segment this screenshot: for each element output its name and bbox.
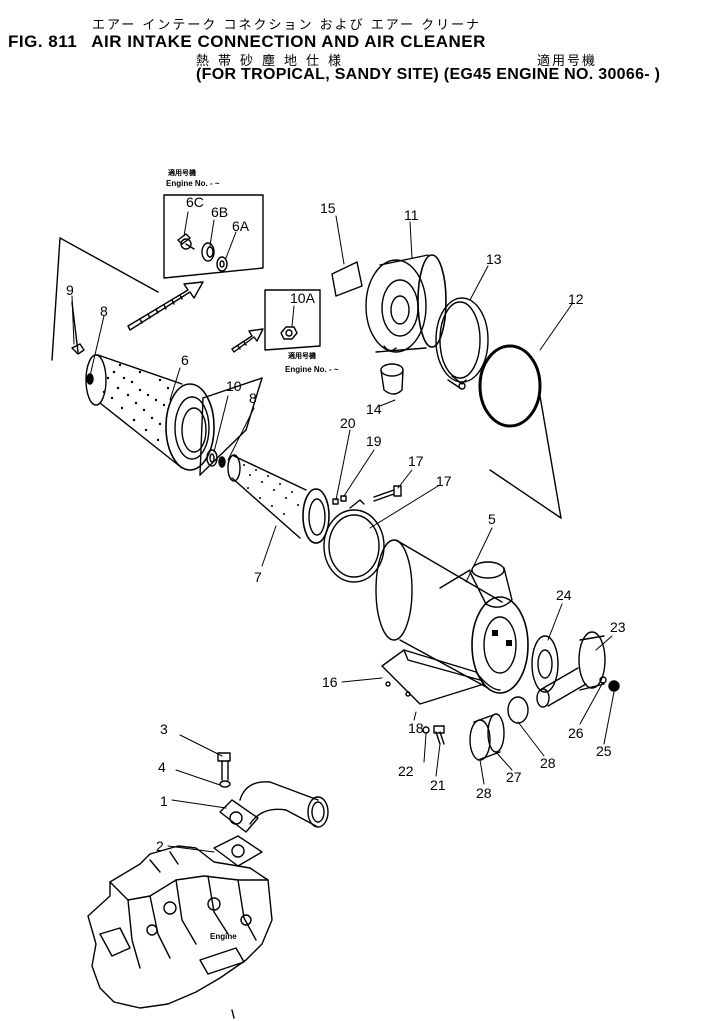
part-label-2: 2: [156, 838, 164, 854]
inset-box-10a: 適用号機 Engine No. - ~: [264, 289, 339, 374]
figure-title: AIR INTAKE CONNECTION AND AIR CLEANER: [91, 32, 486, 51]
arrow-to-inset-6: [127, 281, 204, 331]
part-label-12: 12: [568, 291, 584, 307]
inset-box-6-series: 適用号機 Engine No. - ~: [163, 168, 264, 279]
wing-bolt-6c: [177, 233, 195, 250]
part-label-6b: 6B: [211, 204, 228, 220]
air-cleaner-body-5: [375, 539, 529, 694]
part-label-23: 23: [610, 619, 626, 635]
clamp-band-13: [435, 297, 489, 390]
part-label-6: 6: [181, 352, 189, 368]
part-label-8-left: 8: [100, 303, 108, 319]
part-label-7: 7: [254, 569, 262, 585]
part-label-26: 26: [568, 725, 584, 741]
japanese-applicable-label: 適用号機: [537, 54, 598, 69]
part-label-13: 13: [486, 251, 502, 267]
part-label-24: 24: [556, 587, 572, 603]
bolt-3: [217, 752, 231, 781]
part-label-25: 25: [596, 743, 612, 759]
part-label-17: 17: [436, 473, 452, 489]
label-plate-15: [331, 261, 363, 297]
bracket-lines: [51, 237, 263, 476]
part-label-9: 9: [66, 282, 74, 298]
part-label-14: 14: [366, 401, 382, 417]
figure-title-line: FIG. 811 AIR INTAKE CONNECTION AND AIR CL…: [8, 32, 486, 52]
inset2-applicable-jp: 適用号機: [288, 351, 316, 360]
washer-26: [599, 676, 607, 684]
arrow-to-inset-10a: [231, 328, 264, 353]
engine-label: Engine: [210, 932, 237, 941]
nut-10a: [280, 326, 298, 340]
part-label-22: 22: [398, 763, 414, 779]
inset2-engine-no: Engine No. - ~: [285, 365, 339, 374]
outer-element-6: [85, 354, 215, 471]
intake-pipe-1: [219, 781, 329, 833]
part-label-18-top: 17: [408, 453, 424, 469]
part-label-28-lower: 28: [476, 785, 492, 801]
part-label-1: 1: [160, 793, 168, 809]
inset-applicable-jp: 適用号機: [168, 168, 196, 177]
part-label-15: 15: [320, 200, 336, 216]
part-label-6c: 6C: [186, 194, 204, 210]
o-ring-12: [478, 344, 562, 519]
part-label-11: 11: [404, 207, 419, 223]
bolt-21: [433, 725, 445, 745]
gasket-2: [213, 835, 263, 867]
gasket-24: [531, 635, 559, 693]
leader-lines: [71, 211, 615, 853]
engine-block: Engine: [87, 845, 273, 1019]
part-label-18-lower: 18: [408, 720, 424, 736]
japanese-subtitle: 熱帯砂塵地仕様: [196, 54, 351, 69]
figure-subtitle: (FOR TROPICAL, SANDY SITE) (EG45 ENGINE …: [196, 66, 661, 83]
bolt-18-top: [373, 485, 402, 502]
elbow-23: [536, 631, 606, 708]
bracket-16: [381, 649, 501, 705]
part-label-6a: 6A: [232, 218, 250, 234]
part-label-19: 19: [366, 433, 382, 449]
part-label-4: 4: [158, 759, 166, 775]
part-label-3: 3: [160, 721, 168, 737]
part-label-20: 20: [340, 415, 356, 431]
hose-27: [469, 713, 505, 761]
washer-6a: [216, 256, 228, 272]
cap-11: [365, 254, 447, 353]
clamp-band-17: [323, 509, 385, 583]
part-label-27: 27: [506, 769, 522, 785]
seal-8-right: [218, 456, 226, 468]
part-label-8-right: 8: [249, 390, 257, 406]
seal-10: [206, 449, 218, 467]
grommet-6b: [201, 242, 215, 262]
nut-25: [608, 680, 620, 692]
figure-number: FIG. 811: [8, 32, 78, 51]
japanese-title: エアー インテーク コネクション および エアー クリーナ: [92, 18, 482, 33]
clamp-28-upper: [507, 696, 529, 724]
inset-engine-no: Engine No. - ~: [166, 179, 220, 188]
part-label-5: 5: [488, 511, 496, 527]
part-label-10a: 10A: [290, 290, 316, 306]
part-label-10: 10: [226, 378, 242, 394]
washer-4: [219, 780, 231, 788]
washer-22: [422, 726, 430, 734]
dust-cup-14: [380, 363, 404, 395]
small-parts-19-20: [332, 495, 365, 509]
part-label-16: 16: [322, 674, 338, 690]
part-labels: 6C 6B 6A 10A 9 8 6 10 8 7 15 11 13 12 14…: [66, 194, 626, 854]
inner-element-7: [227, 454, 330, 544]
part-label-21: 21: [430, 777, 446, 793]
part-label-28-upper: 28: [540, 755, 556, 771]
